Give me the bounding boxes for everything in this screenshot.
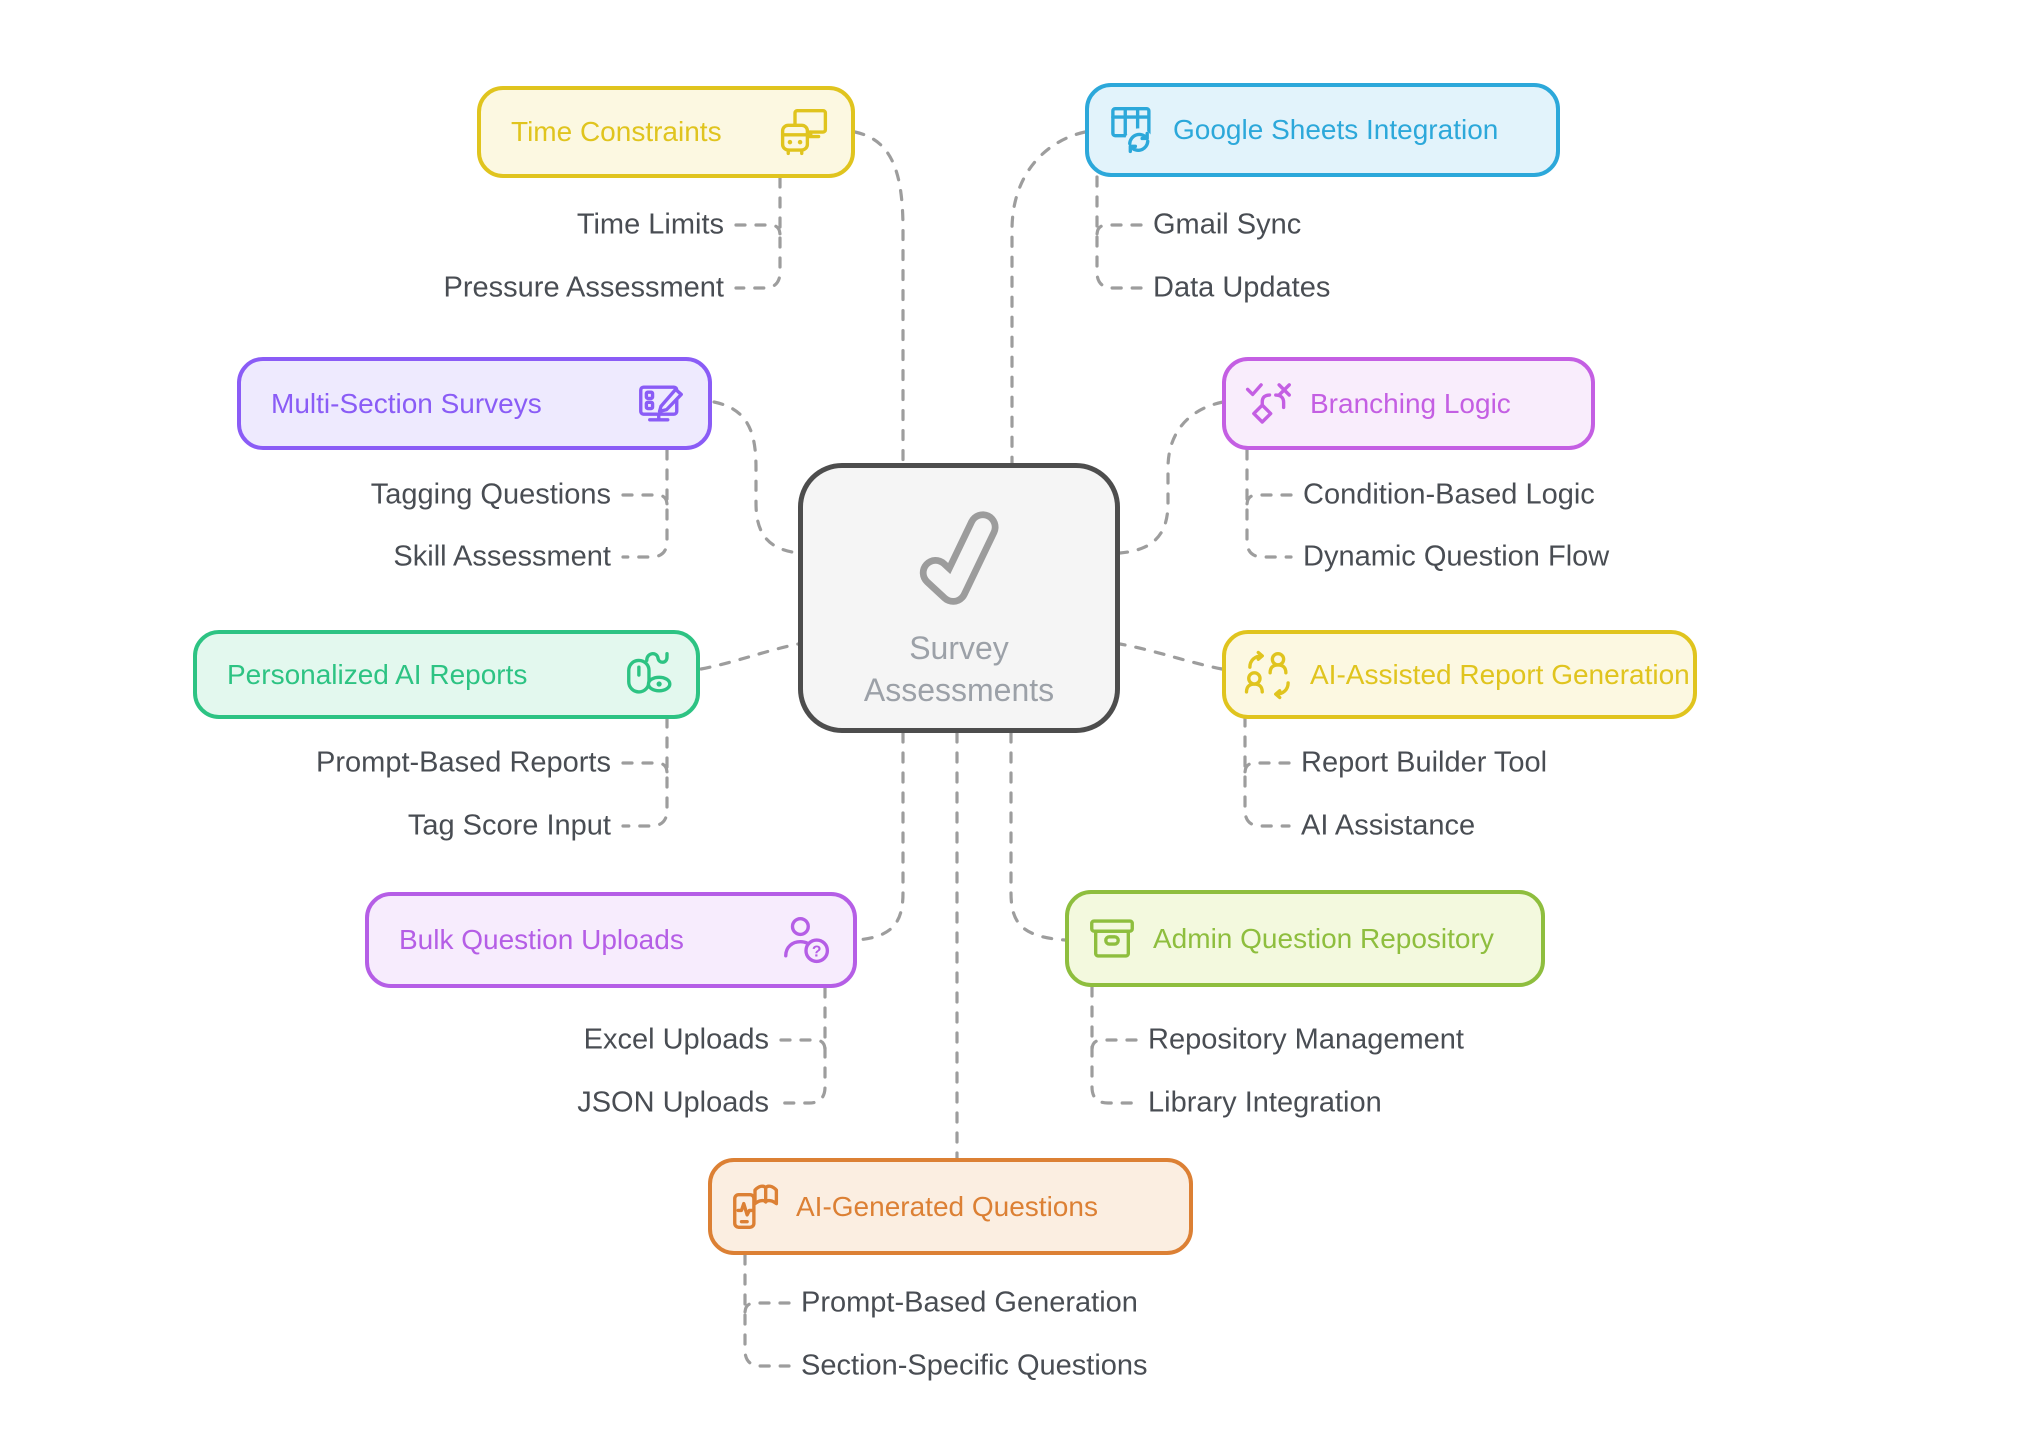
connector-google-sheets	[1010, 130, 1087, 465]
child-tagging-questions[interactable]: Tagging Questions	[370, 478, 611, 511]
central-node-survey-assessments[interactable]: Survey Assessments	[798, 463, 1120, 733]
node-label: Branching Logic	[1310, 387, 1511, 419]
child-repository-management[interactable]: Repository Management	[1148, 1023, 1464, 1056]
decision-branch-icon	[1242, 377, 1296, 431]
connector-admin-repo	[1009, 731, 1067, 942]
child-section-specific-questions[interactable]: Section-Specific Questions	[801, 1349, 1148, 1382]
child-json-uploads[interactable]: JSON Uploads	[577, 1086, 769, 1119]
central-node-title: Survey Assessments	[864, 627, 1054, 711]
child-ai-assistance[interactable]: AI Assistance	[1301, 809, 1476, 842]
node-time-constraints[interactable]: Time Constraints	[477, 86, 855, 178]
node-label: AI-Generated Questions	[796, 1190, 1098, 1222]
child-condition-based-logic[interactable]: Condition-Based Logic	[1303, 478, 1595, 511]
connector-personalized	[699, 642, 800, 671]
connector-time-constraints	[853, 130, 905, 465]
node-label: Google Sheets Integration	[1173, 114, 1499, 145]
connector-branching	[1118, 400, 1225, 555]
child-library-integration[interactable]: Library Integration	[1148, 1086, 1382, 1119]
node-label: Personalized AI Reports	[227, 658, 528, 690]
node-admin-question-repository[interactable]: Admin Question Repository	[1065, 890, 1545, 987]
child-pressure-assessment[interactable]: Pressure Assessment	[443, 271, 724, 304]
central-title-line1: Survey	[909, 630, 1009, 666]
node-label: AI-Assisted Report Generation	[1310, 658, 1690, 690]
child-tag-score-input[interactable]: Tag Score Input	[407, 809, 611, 842]
child-prompt-based-reports[interactable]: Prompt-Based Reports	[316, 746, 611, 779]
node-ai-assisted-report-generation[interactable]: AI-Assisted Report Generation	[1222, 630, 1697, 719]
node-branching-logic[interactable]: Branching Logic	[1222, 357, 1595, 450]
mouse-eye-icon	[622, 648, 676, 702]
monitor-bus-icon	[777, 105, 831, 159]
node-bulk-question-uploads[interactable]: Bulk Question Uploads ?	[365, 892, 857, 988]
connector-ai-assisted	[1118, 642, 1224, 671]
node-label: Admin Question Repository	[1153, 922, 1494, 954]
child-data-updates[interactable]: Data Updates	[1153, 271, 1331, 304]
central-title-line2: Assessments	[863, 672, 1055, 708]
child-report-builder-tool[interactable]: Report Builder Tool	[1301, 746, 1548, 779]
connector-multi-section	[712, 400, 800, 555]
node-label: Time Constraints	[511, 116, 722, 147]
check-icon	[896, 496, 1022, 627]
node-personalized-ai-reports[interactable]: Personalized AI Reports	[193, 630, 700, 719]
people-swap-icon	[1242, 648, 1296, 702]
child-gmail-sync[interactable]: Gmail Sync	[1153, 208, 1302, 241]
node-label: Bulk Question Uploads	[399, 924, 684, 955]
child-prompt-based-generation[interactable]: Prompt-Based Generation	[801, 1286, 1138, 1319]
svg-text:?: ?	[812, 943, 822, 960]
archive-box-icon	[1085, 912, 1139, 966]
node-label: Multi-Section Surveys	[271, 387, 542, 419]
child-excel-uploads[interactable]: Excel Uploads	[583, 1023, 769, 1056]
phone-book-icon	[728, 1180, 782, 1234]
connector-bulk-uploads	[855, 731, 905, 942]
node-multi-section-surveys[interactable]: Multi-Section Surveys	[237, 357, 712, 450]
monitor-edit-icon	[634, 377, 688, 431]
child-dynamic-question-flow[interactable]: Dynamic Question Flow	[1303, 540, 1610, 573]
person-question-icon: ?	[779, 913, 833, 967]
node-ai-generated-questions[interactable]: AI-Generated Questions	[708, 1158, 1193, 1255]
spreadsheet-sync-icon	[1105, 103, 1159, 157]
node-google-sheets-integration[interactable]: Google Sheets Integration	[1085, 83, 1560, 177]
child-time-limits[interactable]: Time Limits	[576, 208, 724, 241]
child-skill-assessment[interactable]: Skill Assessment	[393, 540, 611, 573]
